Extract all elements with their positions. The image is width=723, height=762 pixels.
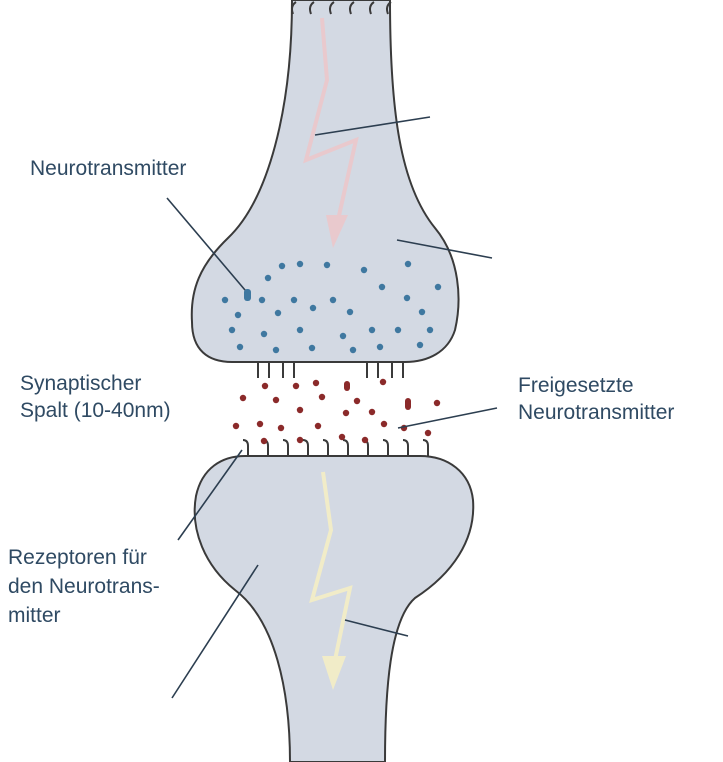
vesicle-dot [340,333,346,339]
vesicle-dot [279,263,285,269]
vesicle-dot [275,310,281,316]
vesicle-dot [369,327,375,333]
vesicle-dot [235,312,241,318]
label-released-line2: Neurotransmitter [518,399,674,426]
vesicle-dot [229,327,235,333]
label-synaptic-cleft: Synaptischer Spalt (10-40nm) [20,370,171,424]
label-synaptic-cleft-line2: Spalt (10-40nm) [20,397,171,424]
vesicle-dot [310,305,316,311]
label-receptors: Rezeptoren für den Neurotrans- mitter [8,543,160,630]
vesicle-dot [291,297,297,303]
released-dot [381,421,387,427]
vesicle-dot [309,345,315,351]
released-dot [315,423,321,429]
postsynaptic-terminal [195,456,474,762]
vesicle-dot [417,342,423,348]
released-dot [343,410,349,416]
vesicle-dot [222,297,228,303]
released-dot [362,437,368,443]
released-dot [354,398,360,404]
label-released-line1: Freigesetzte [518,372,674,399]
label-synaptic-cleft-line1: Synaptischer [20,370,171,397]
vesicle-dot [330,297,336,303]
receptors [243,440,428,456]
vesicle-dot [404,295,410,301]
released-dot [339,434,345,440]
vesicle-dot [377,344,383,350]
released-dot [297,437,303,443]
released-dot-large [344,381,350,391]
vesicle-dot [395,327,401,333]
highlighted-vesicle [244,289,251,301]
released-dot [278,425,284,431]
label-receptors-line3: mitter [8,601,160,630]
released-dot [262,383,268,389]
vesicle-dot [297,261,303,267]
released-dot [293,383,299,389]
released-dot [369,409,375,415]
vesicle-dot [427,327,433,333]
released-dot [434,400,440,406]
vesicle-dot [273,347,279,353]
release-sites [258,362,403,378]
released-dot [319,394,325,400]
label-neurotransmitter: Neurotransmitter [30,155,186,182]
vesicle-dot [259,297,265,303]
label-released-neurotransmitter: Freigesetzte Neurotransmitter [518,372,674,426]
vesicle-dot [361,267,367,273]
released-dot [257,421,263,427]
vesicle-dot [261,331,267,337]
vesicle-dot [405,261,411,267]
released-dot [380,379,386,385]
released-dot-large [405,398,411,410]
label-receptors-line1: Rezeptoren für [8,543,160,572]
released-dot [233,423,239,429]
leader-line-released [398,408,497,428]
leader-line-postsynaptic [172,565,258,698]
vesicle-dot [435,284,441,290]
vesicle-dot [419,309,425,315]
released-dot [313,380,319,386]
vesicle-dot [265,275,271,281]
released-neurotransmitter-dots [233,379,440,444]
vesicle-dot [379,284,385,290]
vesicle-dot [237,344,243,350]
released-dot [261,438,267,444]
vesicle-dot [297,327,303,333]
released-dot [297,407,303,413]
vesicle-dot [347,309,353,315]
vesicle-dot [350,347,356,353]
label-receptors-line2: den Neurotrans- [8,572,160,601]
released-dot [425,430,431,436]
released-dot [273,397,279,403]
vesicle-dot [324,262,330,268]
released-dot [240,395,246,401]
